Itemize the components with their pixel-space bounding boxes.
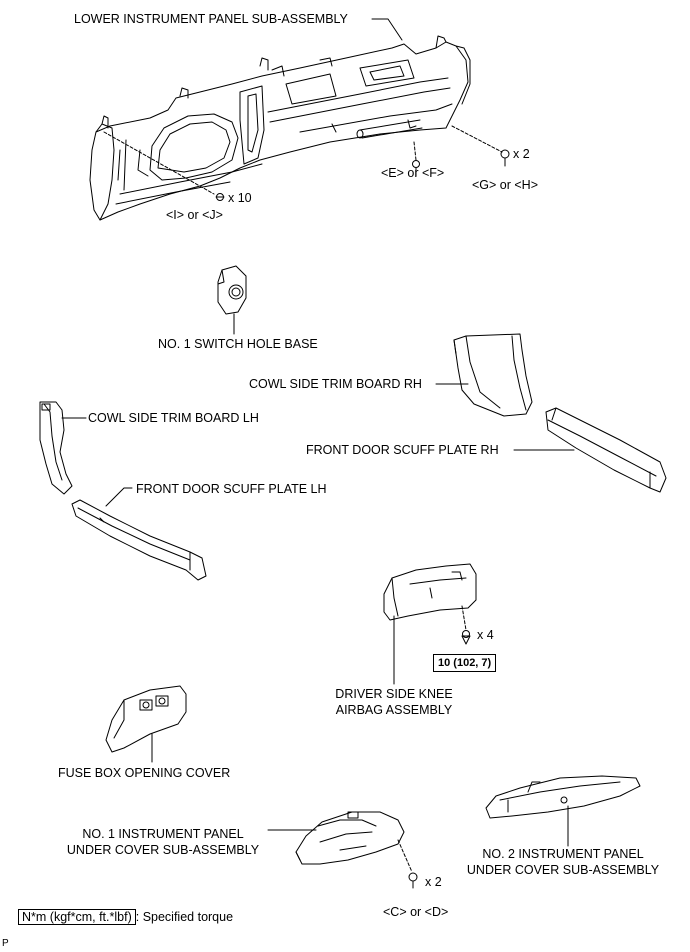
clip-icon xyxy=(461,630,471,645)
bolt-icon xyxy=(408,872,418,889)
label-under-cover-2: NO. 2 INSTRUMENT PANEL UNDER COVER SUB-A… xyxy=(456,846,670,878)
label-knee-airbag-line1: DRIVER SIDE KNEE xyxy=(335,687,453,701)
label-cowl-side-trim-rh: COWL SIDE TRIM BOARD RH xyxy=(249,377,422,391)
label-under-cover-1-line1: NO. 1 INSTRUMENT PANEL xyxy=(82,827,244,841)
cowl-side-trim-rh-drawing xyxy=(435,333,533,417)
fastener-qty-ij: x 10 xyxy=(228,191,252,205)
label-lower-instrument-panel: LOWER INSTRUMENT PANEL SUB-ASSEMBLY xyxy=(74,12,348,26)
fuse-box-cover-drawing xyxy=(105,685,187,763)
torque-legend: N*m (kgf*cm, ft.*lbf): Specified torque xyxy=(18,909,233,925)
knee-airbag-drawing xyxy=(383,563,477,685)
label-under-cover-2-line1: NO. 2 INSTRUMENT PANEL xyxy=(482,847,644,861)
switch-hole-base-drawing xyxy=(217,265,247,335)
fastener-code-ij: <I> or <J> xyxy=(166,208,223,222)
torque-value-box: 10 (102, 7) xyxy=(433,654,497,672)
fastener-qty-gh: x 2 xyxy=(513,147,530,161)
label-cowl-side-trim-lh: COWL SIDE TRIM BOARD LH xyxy=(88,411,259,425)
under-cover-1-drawing xyxy=(267,811,413,873)
torque-legend-text: : Specified torque xyxy=(135,910,234,924)
label-scuff-plate-lh: FRONT DOOR SCUFF PLATE LH xyxy=(136,482,327,496)
label-switch-hole-base: NO. 1 SWITCH HOLE BASE xyxy=(158,337,318,351)
lower-instrument-panel-drawing xyxy=(89,18,503,221)
label-under-cover-1: NO. 1 INSTRUMENT PANEL UNDER COVER SUB-A… xyxy=(56,826,270,858)
cowl-side-trim-lh-drawing xyxy=(39,401,87,495)
label-under-cover-2-line2: UNDER COVER SUB-ASSEMBLY xyxy=(466,863,660,877)
fastener-code-cd: <C> or <D> xyxy=(383,905,449,919)
label-scuff-plate-rh: FRONT DOOR SCUFF PLATE RH xyxy=(306,443,499,457)
label-fuse-box-cover: FUSE BOX OPENING COVER xyxy=(58,766,231,780)
fastener-code-gh: <G> or <H> xyxy=(472,178,539,192)
scuff-plate-rh-drawing xyxy=(513,407,667,493)
bolt-icon xyxy=(500,149,510,167)
fastener-code-ef: <E> or <F> xyxy=(381,166,445,180)
label-under-cover-1-line2: UNDER COVER SUB-ASSEMBLY xyxy=(66,843,260,857)
label-knee-airbag-line2: AIRBAG ASSEMBLY xyxy=(335,703,453,717)
scuff-plate-lh-drawing xyxy=(71,487,207,581)
under-cover-2-drawing xyxy=(485,775,641,847)
fastener-qty-airbag: x 4 xyxy=(477,628,494,642)
corner-mark: P xyxy=(2,938,9,949)
bolt-icon xyxy=(215,193,225,201)
bolt-icon xyxy=(412,160,420,177)
label-knee-airbag: DRIVER SIDE KNEE AIRBAG ASSEMBLY xyxy=(322,686,466,718)
torque-legend-unit: N*m (kgf*cm, ft.*lbf) xyxy=(18,909,136,925)
fastener-qty-cd: x 2 xyxy=(425,875,442,889)
